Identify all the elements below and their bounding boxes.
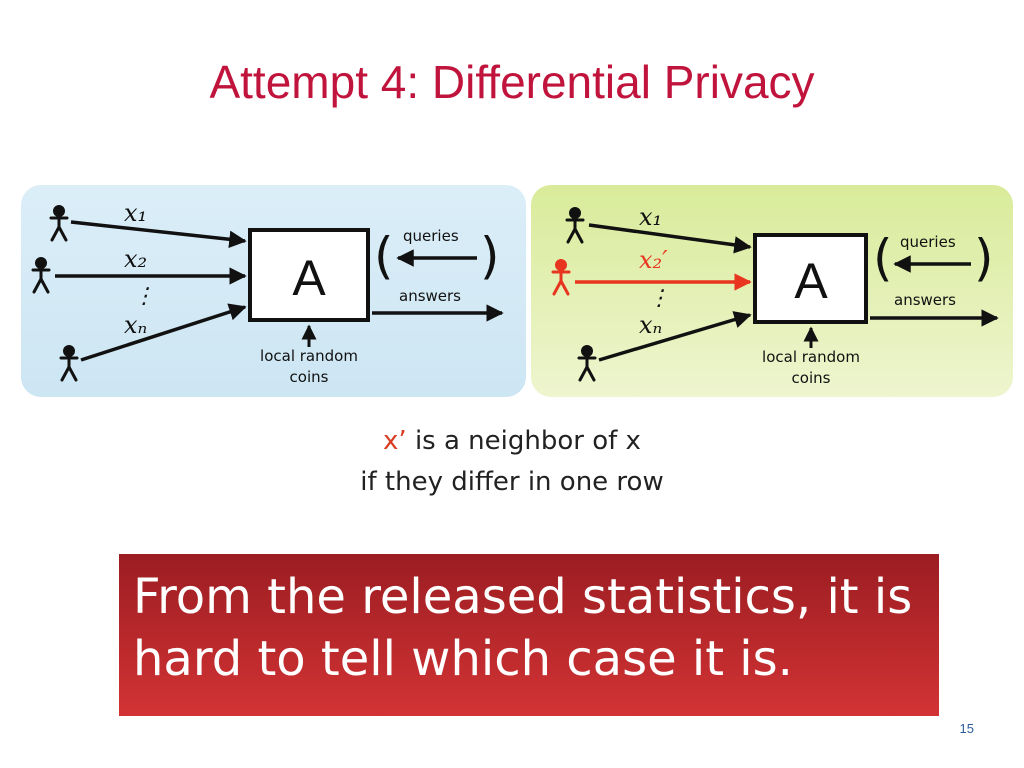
neighbor-definition-line2: if they differ in one row bbox=[360, 467, 664, 497]
person-icon bbox=[565, 207, 585, 244]
input-label-x2: x₂ bbox=[124, 245, 147, 273]
queries-label: queries bbox=[403, 227, 459, 245]
takeaway-callout: From the released statistics, it is hard… bbox=[119, 554, 939, 716]
paren-close: ) bbox=[480, 227, 500, 285]
input-label-dots: ⋮ bbox=[648, 286, 670, 311]
diagram-right-svg: x₁ x₂′ ⋮ xₙ A local random coins ( queri… bbox=[551, 203, 999, 387]
input-arrow bbox=[588, 223, 752, 254]
algorithm-label: A bbox=[292, 250, 326, 306]
input-label-x1: x₁ bbox=[124, 199, 147, 227]
coins-label-line1: local random bbox=[260, 347, 358, 365]
neighbor-variable: x’ bbox=[383, 426, 407, 456]
input-arrow bbox=[598, 311, 752, 362]
neighbor-definition-text: is a neighbor of x bbox=[406, 426, 641, 456]
input-label-x1: x₁ bbox=[639, 203, 662, 231]
answers-label: answers bbox=[894, 291, 956, 309]
input-label-x2-prime: x₂′ bbox=[639, 246, 668, 274]
person-icon-highlighted bbox=[551, 259, 571, 296]
person-icon bbox=[59, 345, 79, 382]
page-number: 15 bbox=[959, 721, 974, 736]
coins-label-line2: coins bbox=[792, 369, 831, 387]
queries-label: queries bbox=[900, 233, 956, 251]
slide-title: Attempt 4: Differential Privacy bbox=[209, 56, 815, 108]
coins-label-line1: local random bbox=[762, 348, 860, 366]
diagram-neighbor-database: x₁ x₂′ ⋮ xₙ A local random coins ( queri… bbox=[531, 185, 1013, 397]
paren-close: ) bbox=[974, 229, 994, 287]
person-icon bbox=[49, 205, 69, 242]
coins-label-line2: coins bbox=[290, 368, 329, 386]
algorithm-box bbox=[248, 228, 370, 322]
neighbor-definition-line1: x’ is a neighbor of x bbox=[0, 426, 1024, 456]
person-icon bbox=[577, 345, 597, 382]
algorithm-label: A bbox=[794, 253, 828, 309]
diagram-left-svg: x₁ x₂ ⋮ xₙ A local random coins ( querie… bbox=[31, 199, 504, 386]
algorithm-box bbox=[753, 233, 868, 324]
input-label-dots: ⋮ bbox=[133, 284, 155, 309]
input-arrow bbox=[80, 303, 247, 362]
paren-open: ( bbox=[374, 227, 394, 285]
answers-label: answers bbox=[399, 287, 461, 305]
person-icon bbox=[31, 257, 51, 294]
input-label-xn: xₙ bbox=[124, 311, 147, 339]
input-label-xn: xₙ bbox=[639, 311, 662, 339]
diagram-original-database: x₁ x₂ ⋮ xₙ A local random coins ( querie… bbox=[21, 185, 526, 397]
paren-open: ( bbox=[873, 229, 893, 287]
input-arrow bbox=[70, 220, 247, 248]
